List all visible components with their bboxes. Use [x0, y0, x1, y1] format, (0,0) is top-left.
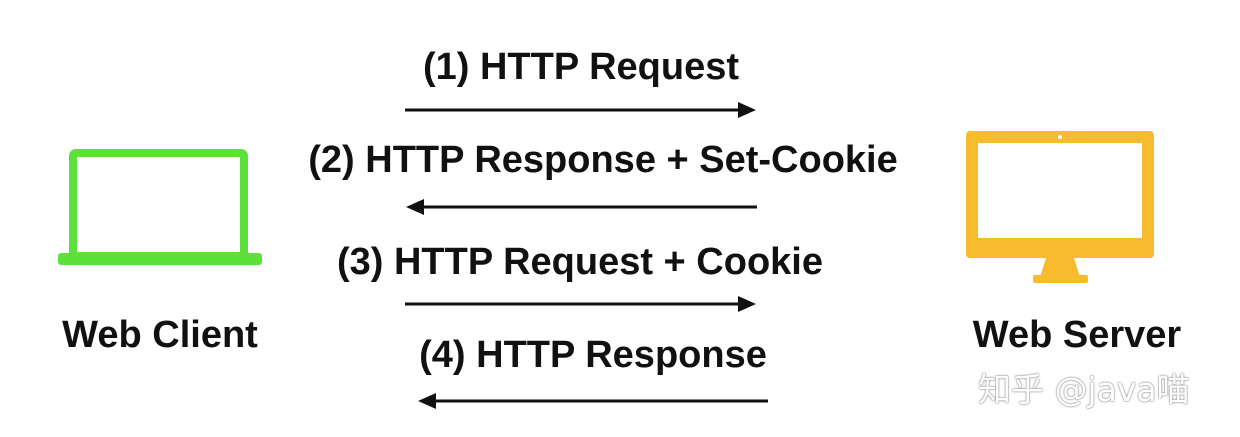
arrow-request-3 — [405, 296, 756, 312]
arrow-response-2 — [406, 199, 757, 215]
message-label-1: (1) HTTP Request — [422, 46, 740, 88]
client-label: Web Client — [62, 314, 258, 356]
arrow-request-1 — [405, 102, 756, 118]
server-label: Web Server — [972, 314, 1182, 356]
message-label-4: (4) HTTP Response — [419, 334, 767, 376]
arrow-response-4 — [418, 393, 768, 409]
message-label-2: (2) HTTP Response + Set-Cookie — [308, 139, 898, 181]
watermark-text: 知乎 @java喵 — [978, 370, 1190, 409]
message-label-3: (3) HTTP Request + Cookie — [336, 241, 824, 283]
